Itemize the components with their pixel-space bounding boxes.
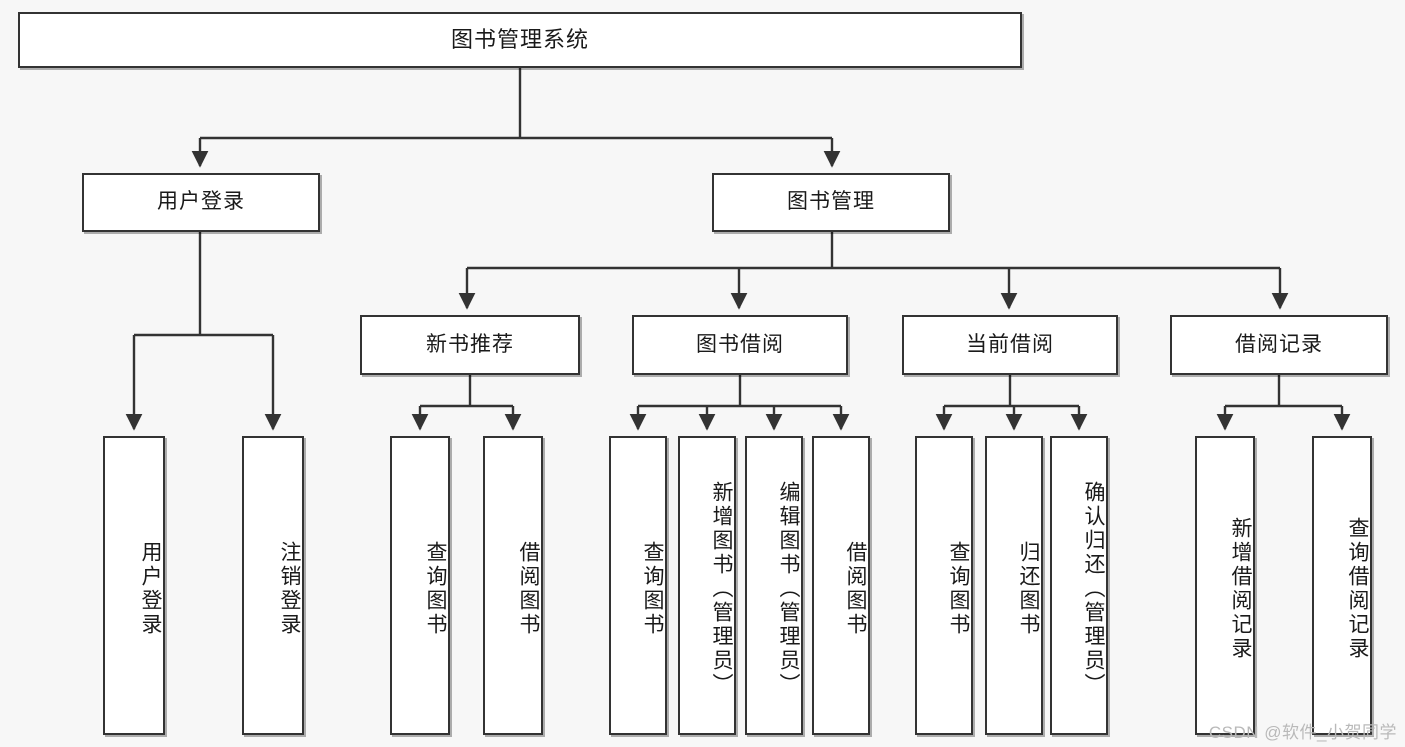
leaf-query-book-borrow-label: 查询图书	[641, 540, 664, 637]
leaf-return-book-label: 归还图书	[1017, 540, 1040, 637]
leaf-query-book-current-label: 查询图书	[947, 540, 970, 637]
node-book-management-label: 图书管理	[787, 190, 875, 214]
node-root[interactable]: 图书管理系统	[18, 12, 1022, 68]
node-user-login[interactable]: 用户登录	[82, 173, 320, 232]
leaf-add-book-admin-label: 新增图书（管理员）	[710, 480, 733, 697]
node-book-borrow[interactable]: 图书借阅	[632, 315, 848, 375]
leaf-add-borrow-record-label: 新增借阅记录	[1229, 516, 1252, 661]
leaf-confirm-return-admin[interactable]: 确认归还（管理员）	[1050, 436, 1108, 735]
node-root-label: 图书管理系统	[450, 27, 589, 53]
csdn-watermark: CSDN @软件_小贺同学	[1208, 723, 1397, 742]
leaf-logout-login[interactable]: 注销登录	[242, 436, 304, 735]
leaf-borrow-book-rec-label: 借阅图书	[517, 540, 540, 637]
node-book-management[interactable]: 图书管理	[712, 173, 950, 232]
node-borrow-record-label: 借阅记录	[1235, 332, 1323, 356]
node-book-borrow-label: 图书借阅	[696, 332, 784, 356]
leaf-query-book-borrow[interactable]: 查询图书	[609, 436, 667, 735]
leaf-user-login[interactable]: 用户登录	[103, 436, 165, 735]
leaf-user-login-label: 用户登录	[139, 540, 162, 637]
node-current-borrow-label: 当前借阅	[966, 332, 1054, 356]
leaf-edit-book-admin-label: 编辑图书（管理员）	[777, 480, 800, 697]
node-new-book-recommend[interactable]: 新书推荐	[360, 315, 580, 375]
leaf-query-book-current[interactable]: 查询图书	[915, 436, 973, 735]
leaf-query-book-rec[interactable]: 查询图书	[390, 436, 450, 735]
leaf-query-borrow-record[interactable]: 查询借阅记录	[1312, 436, 1372, 735]
leaf-edit-book-admin[interactable]: 编辑图书（管理员）	[745, 436, 803, 735]
leaf-confirm-return-admin-label: 确认归还（管理员）	[1082, 480, 1105, 697]
leaf-add-borrow-record[interactable]: 新增借阅记录	[1195, 436, 1255, 735]
leaf-borrow-book-rec[interactable]: 借阅图书	[483, 436, 543, 735]
leaf-query-book-rec-label: 查询图书	[424, 540, 447, 637]
leaf-borrow-book[interactable]: 借阅图书	[812, 436, 870, 735]
leaf-query-borrow-record-label: 查询借阅记录	[1346, 516, 1369, 661]
leaf-return-book[interactable]: 归还图书	[985, 436, 1043, 735]
leaf-logout-login-label: 注销登录	[278, 540, 301, 637]
node-user-login-label: 用户登录	[157, 190, 245, 214]
leaf-borrow-book-label: 借阅图书	[844, 540, 867, 637]
node-current-borrow[interactable]: 当前借阅	[902, 315, 1118, 375]
node-borrow-record[interactable]: 借阅记录	[1170, 315, 1388, 375]
node-new-book-recommend-label: 新书推荐	[426, 332, 514, 356]
leaf-add-book-admin[interactable]: 新增图书（管理员）	[678, 436, 736, 735]
